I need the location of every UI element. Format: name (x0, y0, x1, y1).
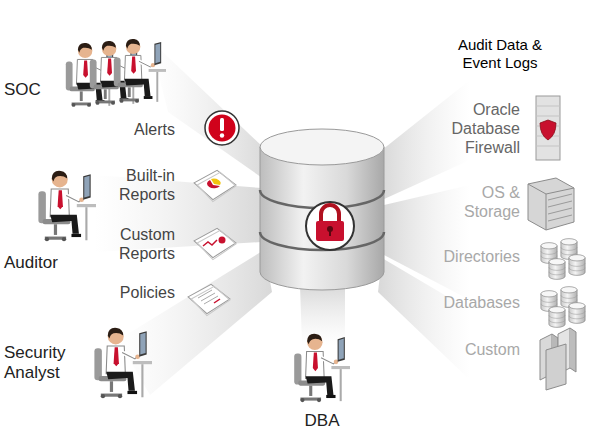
label-text: Directories (410, 247, 520, 266)
label-text: DBA (292, 411, 352, 431)
label-text: Oracle Database Firewall (420, 100, 520, 158)
label-text: Databases (410, 293, 520, 312)
label-text: Built-in Reports (88, 166, 175, 204)
label-text: Custom Reports (88, 225, 175, 263)
label-text: OS & Storage (440, 183, 520, 221)
label-text: Audit Data & Event Logs (445, 36, 555, 72)
label-text: Alerts (95, 120, 175, 139)
label-text: Custom (410, 340, 520, 359)
label-text: Policies (95, 283, 175, 302)
label-text: Auditor (4, 253, 84, 273)
label-text: Security Analyst (4, 343, 89, 384)
label-text: SOC (4, 80, 64, 100)
